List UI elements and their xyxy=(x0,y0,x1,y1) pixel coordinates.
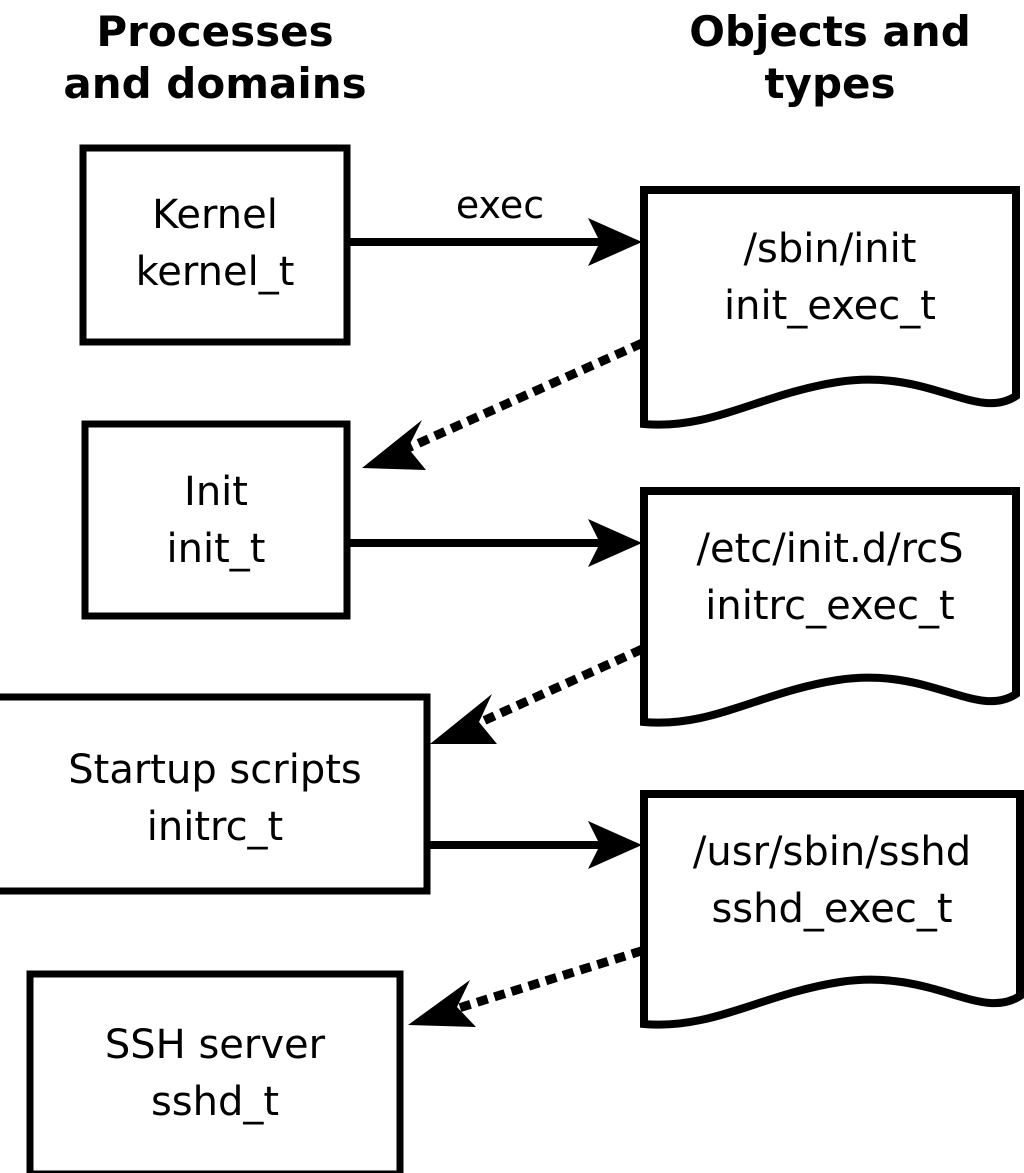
node-initrc-exec-line2: initrc_exec_t xyxy=(705,583,954,629)
edge-initrc-exec-transition-initrc xyxy=(430,645,644,744)
node-init-exec-line2: init_exec_t xyxy=(724,283,936,329)
node-ssh-server-line2: sshd_t xyxy=(151,1079,279,1125)
column-header-objects-line1: Objects and xyxy=(689,7,971,56)
node-kernel-line2: kernel_t xyxy=(136,249,295,295)
node-startup-scripts[interactable]: Startup scripts initrc_t xyxy=(0,693,431,895)
edge-initrc-exec-sshd-exec-arrowhead xyxy=(588,821,642,869)
edge-init-exec-initrc-exec xyxy=(347,519,642,567)
edge-init-exec-transition-init-line xyxy=(402,339,644,454)
edge-sshd-exec-transition-sshd-line xyxy=(456,946,644,1013)
node-sshd-exec-line1: /usr/sbin/sshd xyxy=(693,829,971,875)
node-initrc-exec-line1: /etc/init.d/rcS xyxy=(696,526,963,572)
node-startup-scripts-box[interactable] xyxy=(0,693,431,895)
column-header-objects: Objects and types xyxy=(689,7,971,108)
edge-kernel-exec-init-exec-arrowhead xyxy=(588,218,642,266)
node-initrc-exec[interactable]: /etc/init.d/rcS initrc_exec_t xyxy=(640,487,1020,727)
edge-kernel-exec-init-exec: exec xyxy=(347,183,642,266)
edge-sshd-exec-transition-sshd-arrowhead xyxy=(408,980,476,1027)
edge-init-exec-transition-init-arrowhead xyxy=(362,420,426,470)
node-init-exec-line1: /sbin/init xyxy=(744,226,917,272)
node-kernel[interactable]: Kernel kernel_t xyxy=(79,144,351,346)
node-init-box[interactable] xyxy=(81,420,351,620)
node-initrc-exec-document-shape[interactable] xyxy=(640,487,1020,727)
node-startup-scripts-line2: initrc_t xyxy=(147,804,284,850)
node-ssh-server-box[interactable] xyxy=(26,970,404,1173)
column-header-processes-line1: Processes xyxy=(96,7,333,56)
edge-initrc-exec-transition-initrc-line xyxy=(475,645,644,728)
node-init-line2: init_t xyxy=(167,526,266,572)
node-init-line1: Init xyxy=(184,469,248,515)
node-kernel-line1: Kernel xyxy=(152,192,278,238)
node-ssh-server[interactable]: SSH server sshd_t xyxy=(26,970,404,1173)
edge-init-exec-transition-init xyxy=(362,339,644,470)
node-startup-scripts-line1: Startup scripts xyxy=(68,747,361,793)
edge-label-exec: exec xyxy=(456,183,544,227)
node-ssh-server-line1: SSH server xyxy=(105,1022,326,1068)
edge-sshd-exec-transition-sshd xyxy=(408,946,644,1027)
edge-init-exec-initrc-exec-arrowhead xyxy=(588,519,642,567)
node-init-exec-document-shape[interactable] xyxy=(640,186,1020,429)
node-init[interactable]: Init init_t xyxy=(81,420,351,620)
node-kernel-box[interactable] xyxy=(79,144,351,346)
column-header-objects-line2: types xyxy=(764,59,895,108)
node-sshd-exec[interactable]: /usr/sbin/sshd sshd_exec_t xyxy=(640,790,1024,1029)
edge-initrc-exec-transition-initrc-arrowhead xyxy=(430,694,497,744)
edge-initrc-exec-sshd-exec xyxy=(427,821,642,869)
node-init-exec[interactable]: /sbin/init init_exec_t xyxy=(640,186,1020,429)
column-header-processes-line2: and domains xyxy=(63,59,366,108)
column-header-processes: Processes and domains xyxy=(63,7,366,108)
node-sshd-exec-document-shape[interactable] xyxy=(640,790,1024,1029)
node-sshd-exec-line2: sshd_exec_t xyxy=(711,886,952,932)
